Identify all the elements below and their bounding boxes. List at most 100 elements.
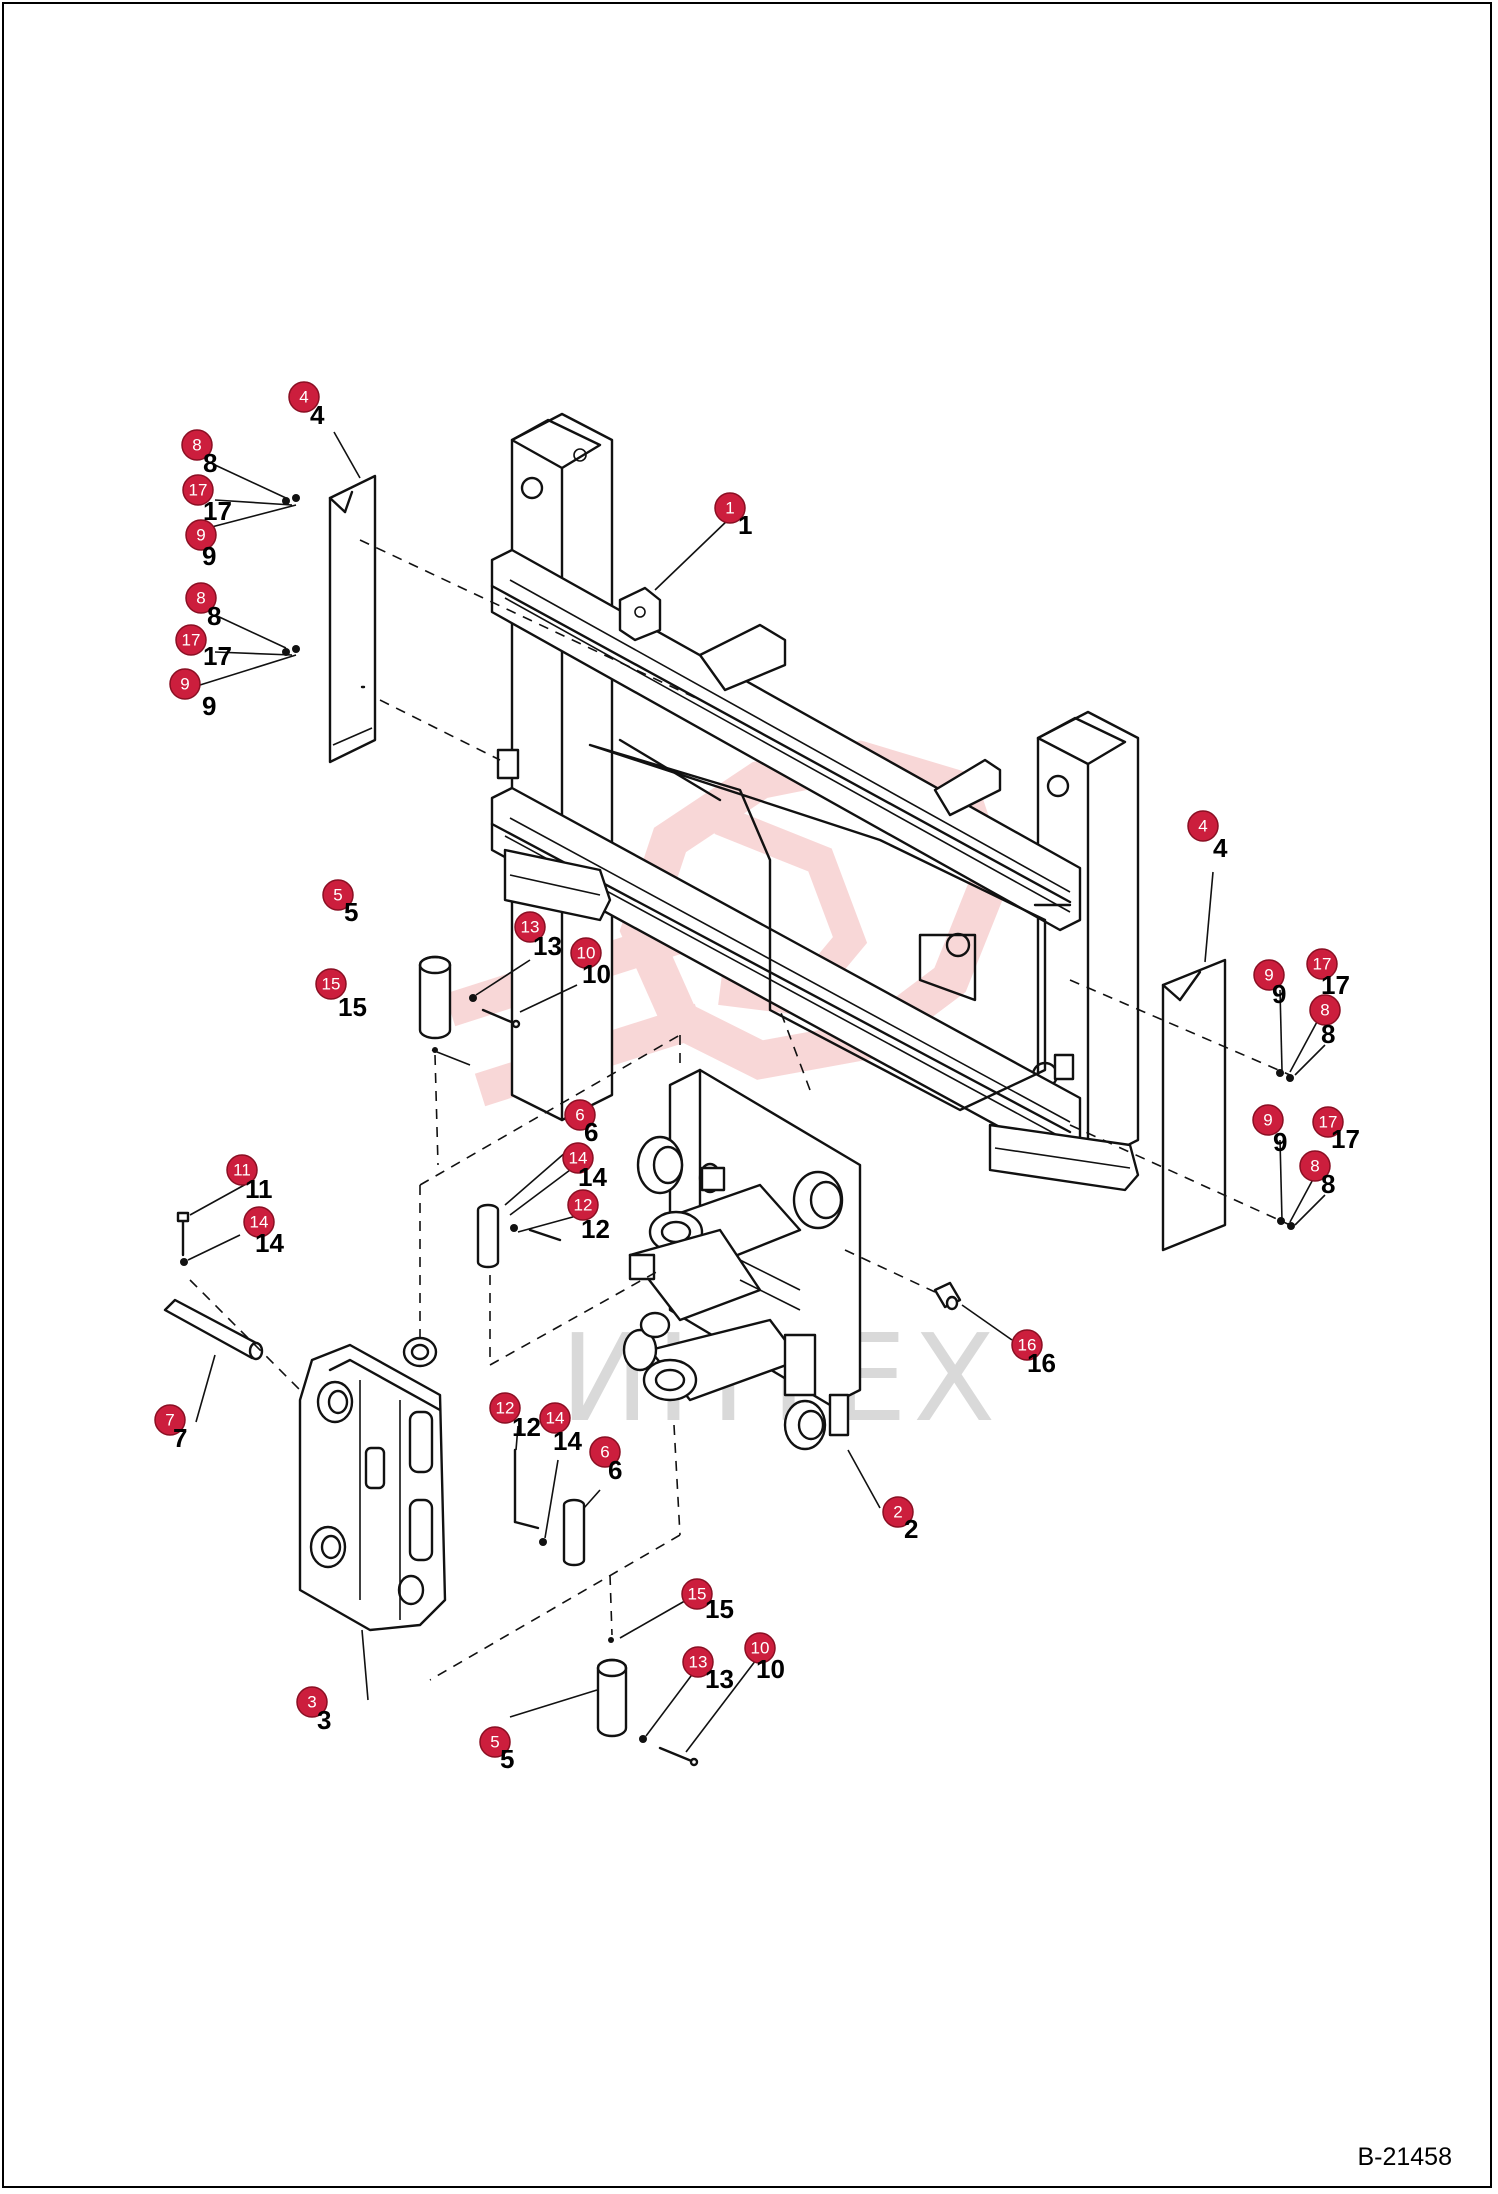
svg-text:5: 5 [490,1733,499,1752]
part-6-pin-lower [562,1498,586,1567]
part-5-pin-lower [596,1658,628,1738]
svg-text:17: 17 [1331,1124,1360,1154]
svg-text:12: 12 [512,1412,541,1442]
svg-text:11: 11 [233,1161,251,1180]
svg-text:2: 2 [893,1503,902,1522]
svg-text:8: 8 [1310,1157,1319,1176]
svg-text:9: 9 [1272,979,1286,1009]
svg-text:9: 9 [202,691,216,721]
svg-text:8: 8 [1321,1169,1335,1199]
svg-text:2: 2 [904,1514,918,1544]
svg-text:15: 15 [705,1594,734,1624]
callout-9-b: 99 [169,668,216,721]
part-16-bushing [933,1281,962,1311]
svg-text:6: 6 [600,1443,609,1462]
part-1-main-frame [490,412,1140,1192]
callout-4-right: 44 [1187,810,1228,863]
callout-badges: 11 22 33 44 44 55 55 66 66 77 88 88 88 8… [154,381,1360,1774]
callout-9-a: 99 [185,519,217,571]
leader-lines [187,431,1326,1753]
callout-1: 11 [714,492,752,540]
svg-text:13: 13 [521,918,540,937]
svg-text:1: 1 [738,510,752,540]
part-12-bolt-lower [513,1448,540,1530]
svg-text:9: 9 [1263,1111,1272,1130]
svg-text:8: 8 [196,589,205,608]
svg-text:17: 17 [1319,1113,1338,1132]
svg-text:4: 4 [1198,817,1207,836]
part-6-pin-upper [476,1203,500,1269]
callout-6-lower: 66 [589,1436,622,1485]
svg-text:7: 7 [165,1411,174,1430]
svg-text:9: 9 [202,541,216,571]
svg-text:14: 14 [569,1149,588,1168]
svg-text:16: 16 [1027,1348,1056,1378]
svg-text:17: 17 [1321,970,1350,1000]
svg-text:17: 17 [1313,955,1332,974]
part-5-pin-upper [418,955,452,1040]
part-4-side-plate-right [1161,958,1227,1252]
svg-text:17: 17 [203,641,232,671]
svg-text:6: 6 [584,1117,598,1147]
svg-text:15: 15 [338,992,367,1022]
svg-text:3: 3 [317,1705,331,1735]
callout-5-lower: 55 [479,1726,514,1774]
part-11-bolt [176,1211,190,1257]
assembly-dashed-lines [189,539,1291,1681]
svg-text:3: 3 [307,1693,316,1712]
svg-text:12: 12 [581,1214,610,1244]
svg-text:9: 9 [180,675,189,694]
part-12-bolt-upper [528,1228,562,1242]
svg-text:4: 4 [310,400,325,430]
svg-text:1: 1 [725,499,734,518]
part-10-bolt-upper [481,1008,521,1029]
svg-text:13: 13 [689,1653,708,1672]
svg-text:8: 8 [1320,1001,1329,1020]
svg-text:12: 12 [574,1196,593,1215]
svg-text:9: 9 [196,526,205,545]
svg-text:15: 15 [688,1585,707,1604]
svg-text:14: 14 [250,1213,269,1232]
svg-text:14: 14 [255,1228,284,1258]
callout-5-upper: 55 [322,879,358,927]
svg-text:5: 5 [500,1744,514,1774]
svg-text:6: 6 [575,1106,584,1125]
callout-8-a: 88 [181,429,217,478]
svg-text:10: 10 [582,959,611,989]
svg-text:17: 17 [189,481,208,500]
svg-text:17: 17 [203,496,232,526]
drawing-id-label: B-21458 [1357,2143,1452,2171]
svg-text:14: 14 [578,1162,607,1192]
part-10-bolt-lower [658,1746,699,1767]
svg-text:12: 12 [496,1399,515,1418]
callout-8-c: 88 [1309,994,1341,1049]
svg-text:15: 15 [322,975,341,994]
svg-text:10: 10 [751,1639,770,1658]
part-2-mounting-bracket [622,1068,862,1451]
callout-6-upper: 66 [564,1099,598,1147]
svg-text:8: 8 [203,448,217,478]
part-7-long-pin [163,1298,264,1361]
svg-text:11: 11 [245,1174,273,1204]
part-4-side-plate-left [328,474,377,764]
svg-text:9: 9 [1273,1127,1287,1157]
callout-9-d: 99 [1252,1104,1287,1157]
svg-text:5: 5 [344,897,358,927]
svg-text:9: 9 [1264,966,1273,985]
